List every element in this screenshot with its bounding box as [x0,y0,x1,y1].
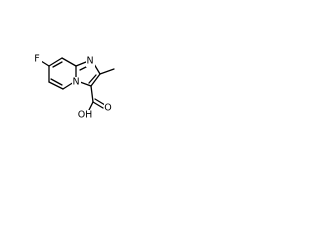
bond-c2-methyl [99,68,115,75]
atom-labels: F N N O OH [33,54,113,121]
ring-nitrogen-bridge-label: N [72,77,79,88]
bond-c5-c6-inner [50,78,63,86]
bond-carbonyl-o [92,101,104,109]
bond-c5-c6 [48,81,64,90]
bond-c7-c8-inner [52,61,63,68]
acid-oxygen-label: O [104,103,111,114]
hydroxyl-label: OH [78,110,93,121]
ring-nitrogen-top-label: N [86,56,93,67]
bond-c8a-n1-inner [79,66,87,71]
bond-c8-c8a [61,57,77,67]
fluorine-label: F [34,54,39,65]
bond-c2-c3 [90,73,101,87]
bond-c8a-n1 [75,61,87,67]
bond-c7-f [40,60,50,67]
chemical-structure-drawing: F N N O OH [33,54,115,121]
bond-c3-n4 [79,81,92,87]
bond-c7-c8 [48,57,63,67]
bond-c2-c3-inner [88,74,97,84]
bond-c3-carboxyl [90,85,94,103]
bond-carbonyl-o-double [94,98,106,106]
